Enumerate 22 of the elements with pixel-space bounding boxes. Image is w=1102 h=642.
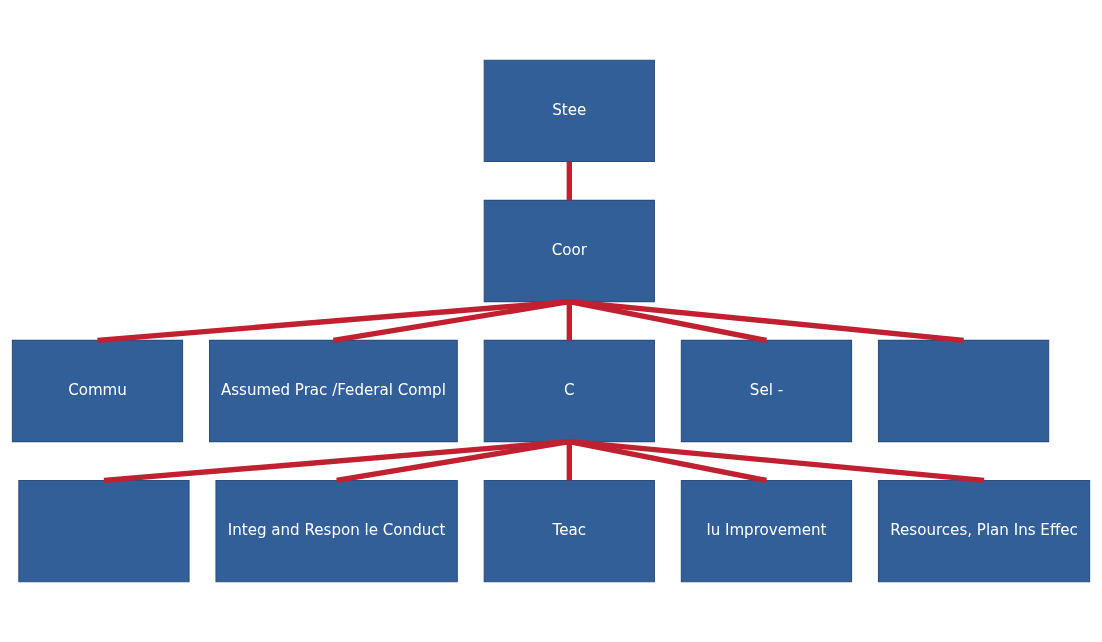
node-box: Resources, Plan Ins Effec [877,479,1091,583]
node-box: lu Improvement [680,479,853,583]
node-box: Commu [11,339,184,443]
node-box: C [483,339,655,443]
node-box: Assumed Prac /Federal Compl [209,339,458,443]
node-box: Coor [483,199,655,303]
node-box: Sel - [680,339,853,443]
node-box: Stee [483,59,655,163]
connector [569,438,985,484]
connector [103,438,570,484]
connector [332,298,570,344]
node-box: Teac [483,479,655,583]
connector [569,298,964,344]
connector [566,301,572,341]
node-box [877,339,1050,443]
connector [566,441,572,481]
node-box: Integ and Respon le Conduct [215,479,458,583]
connector [336,439,570,484]
node-box [18,479,190,583]
connector [568,439,767,484]
connector [566,161,572,201]
connector [97,298,570,344]
